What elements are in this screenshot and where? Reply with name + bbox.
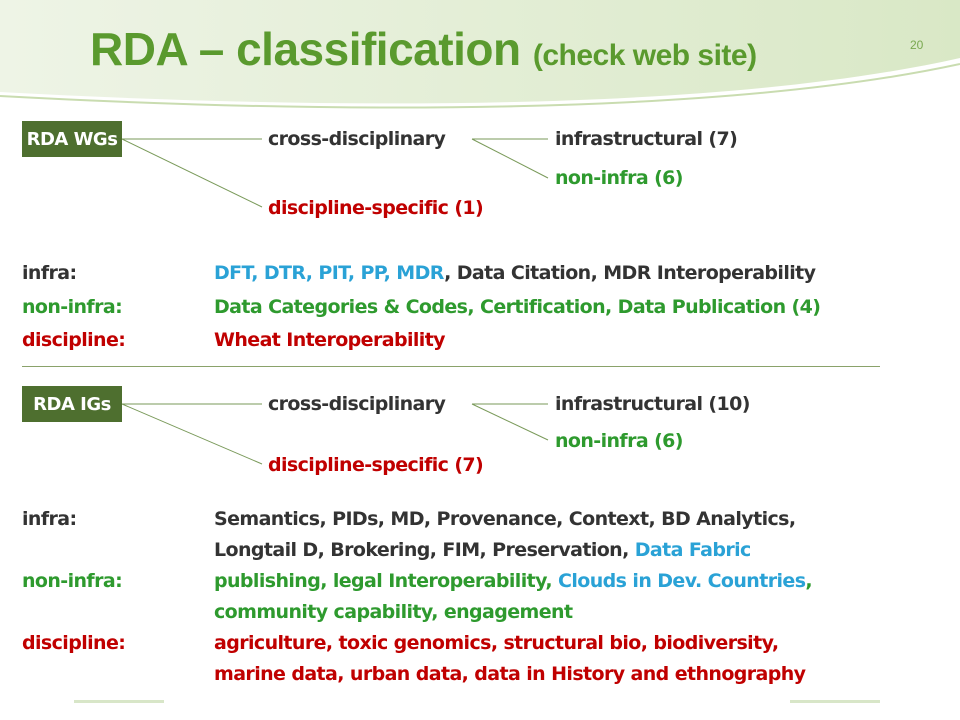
wg-infra-value: DFT, DTR, PIT, PP, MDR, Data Citation, M…	[214, 262, 816, 284]
wg-cross-disciplinary: cross-disciplinary	[268, 128, 446, 150]
wg-infra-rest: , Data Citation, MDR Interoperability	[444, 262, 816, 284]
ig-noninfra-line2: community capability, engagement	[214, 601, 573, 623]
wg-discipline-value: Wheat Interoperability	[214, 329, 446, 351]
ig-line-noninfra	[471, 403, 549, 441]
ig-discipline-line2: marine data, urban data, data in History…	[214, 663, 806, 685]
ig-discipline-label: discipline:	[22, 632, 126, 654]
ig-noninfra-label: non-infra:	[22, 570, 123, 592]
wg-line-specific	[121, 138, 263, 208]
ig-infrastructural: infrastructural (10)	[555, 393, 750, 415]
wg-infrastructural: infrastructural (7)	[555, 128, 738, 150]
wg-line-noninfra	[471, 138, 549, 179]
ig-line-specific	[121, 403, 263, 465]
ig-infra-label: infra:	[22, 508, 77, 530]
section-divider	[22, 366, 880, 367]
ig-infra-line2: Longtail D, Brokering, FIM, Preservation…	[214, 539, 751, 561]
footer-mark-right	[790, 700, 880, 703]
wg-infra-blue: DFT, DTR, PIT, PP, MDR	[214, 262, 445, 284]
wg-non-infra: non-infra (6)	[555, 167, 683, 189]
wg-discipline-specific: discipline-specific (1)	[268, 197, 484, 219]
ig-noninfra-line1: publishing, legal Interoperability, Clou…	[214, 570, 813, 592]
ig-discipline-specific: discipline-specific (7)	[268, 454, 484, 476]
wg-infra-label: infra:	[22, 262, 77, 284]
slide-title: RDA – classification (check web site)	[90, 22, 757, 76]
ig-noninfra-line1-end: ,	[805, 570, 813, 592]
ig-cross-disciplinary: cross-disciplinary	[268, 393, 446, 415]
ig-infra-line2-text: Longtail D, Brokering, FIM, Preservation…	[214, 539, 635, 561]
rda-igs-box: RDA IGs	[22, 386, 122, 422]
footer-mark-left	[74, 700, 164, 703]
header-swoosh	[0, 0, 960, 109]
title-main: RDA – classification	[90, 23, 521, 75]
wg-discipline-label: discipline:	[22, 329, 126, 351]
title-subtitle: (check web site)	[532, 39, 757, 72]
ig-noninfra-line1-text: publishing, legal Interoperability,	[214, 570, 559, 592]
ig-infra-line2-blue: Data Fabric	[634, 539, 752, 561]
ig-discipline-line1: agriculture, toxic genomics, structural …	[214, 632, 779, 654]
page-number: 20	[910, 38, 924, 52]
wg-noninfra-value: Data Categories & Codes, Certification, …	[214, 296, 821, 318]
rda-wgs-box: RDA WGs	[22, 121, 122, 157]
wg-noninfra-label: non-infra:	[22, 296, 123, 318]
ig-noninfra-line1-blue: Clouds in Dev. Countries	[558, 570, 806, 592]
ig-infra-line1: Semantics, PIDs, MD, Provenance, Context…	[214, 508, 796, 530]
ig-non-infra: non-infra (6)	[555, 430, 683, 452]
